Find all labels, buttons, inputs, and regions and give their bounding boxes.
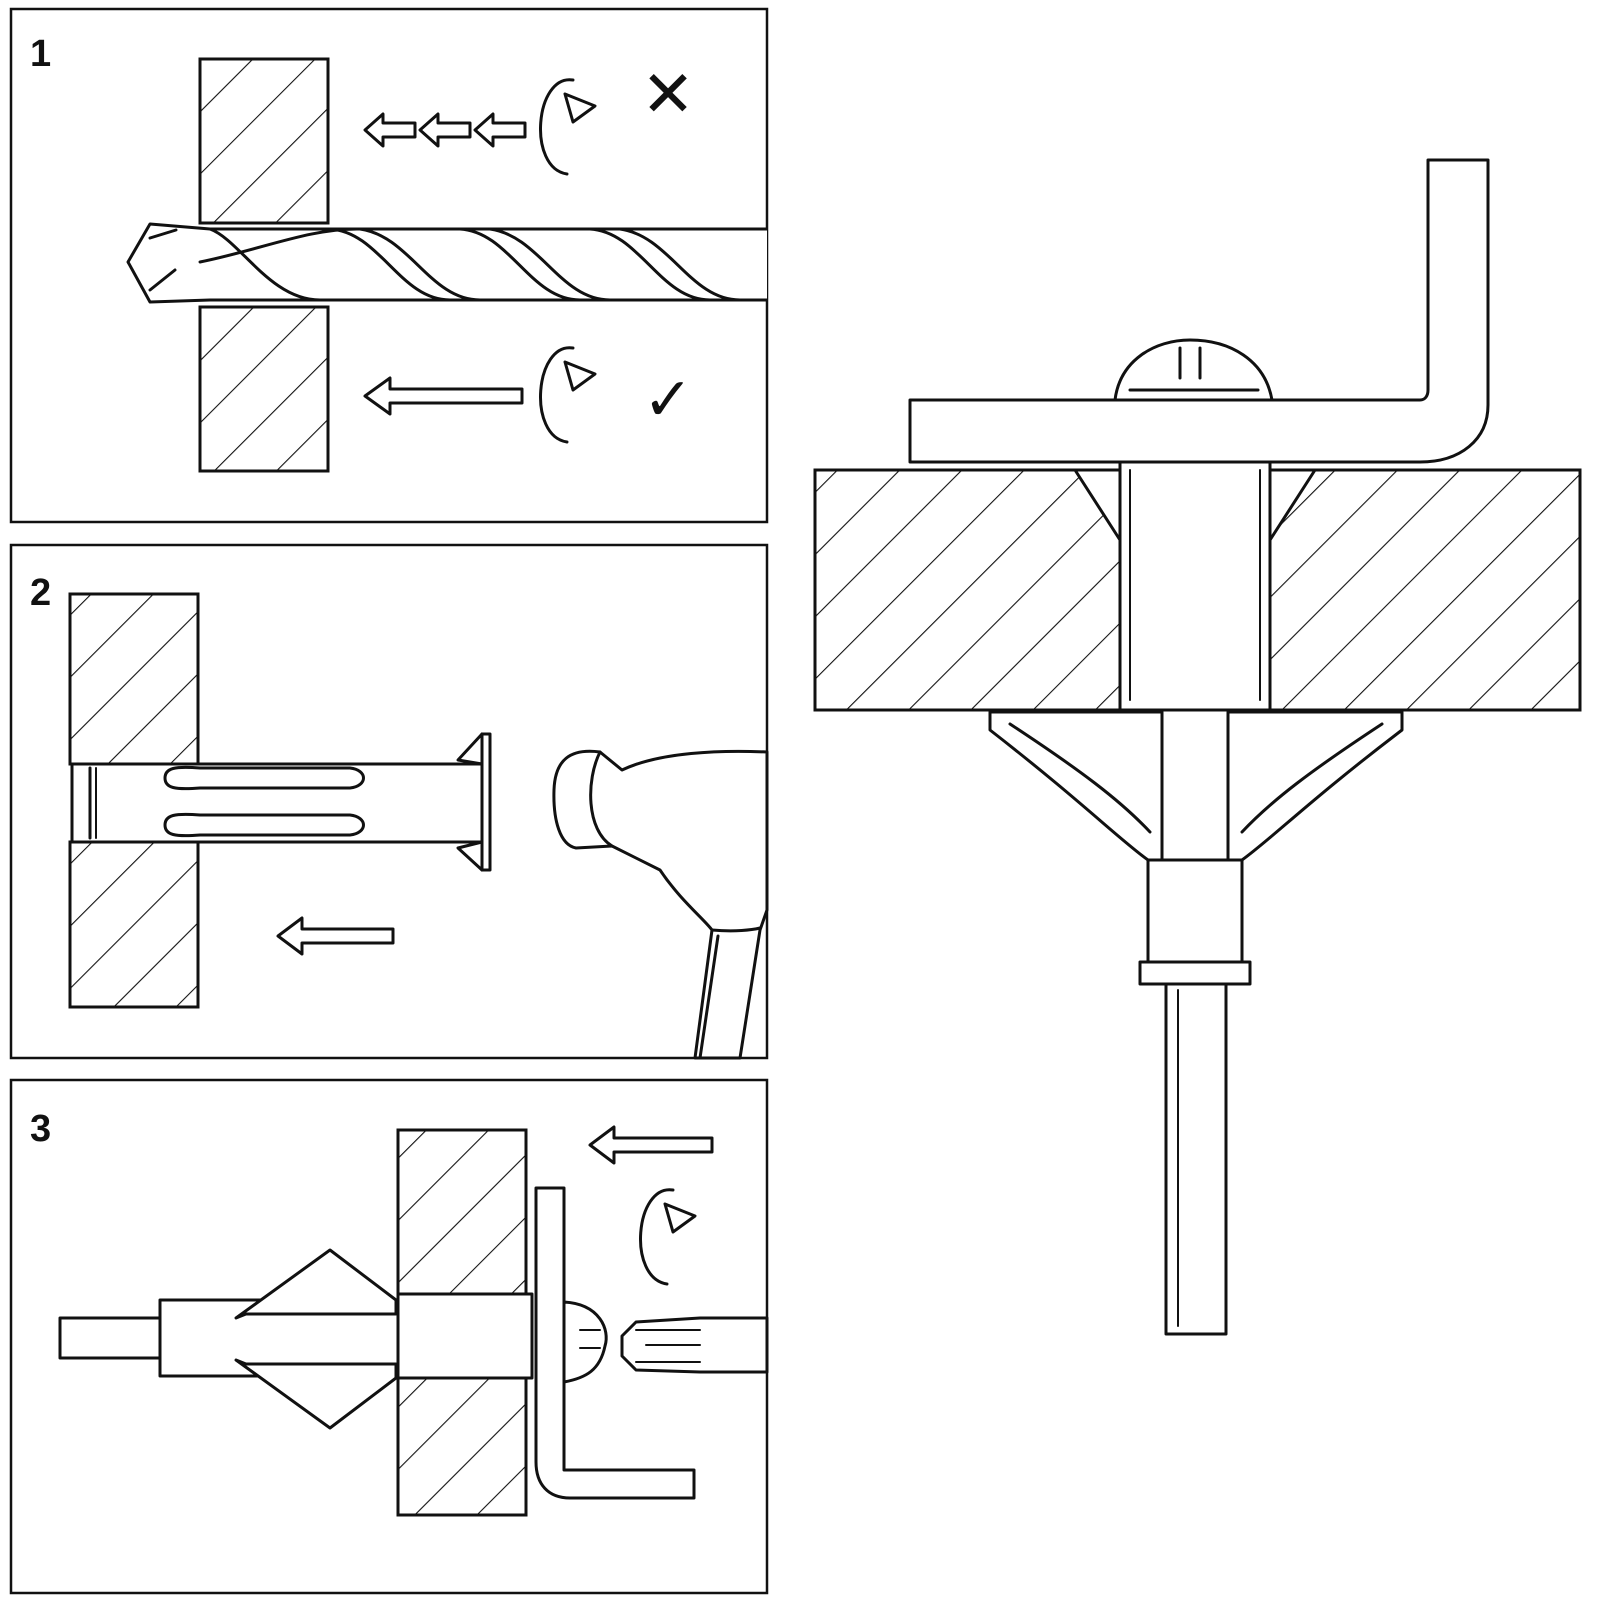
arrow-left-icon (588, 1125, 714, 1165)
hatched-wall-icon (68, 592, 200, 1009)
step-3-number: 3 (30, 1108, 51, 1150)
hollow-wall-anchor-icon (58, 1248, 534, 1430)
rotate-clockwise-icon (539, 78, 597, 176)
hatched-wall-icon (396, 1128, 528, 1517)
screwdriver-icon (620, 1316, 769, 1374)
screw-head-icon (1113, 338, 1274, 402)
detail-cross-section (813, 158, 1582, 1336)
drill-bit-icon (126, 222, 767, 304)
triple-arrow-left-icon (363, 112, 527, 148)
wrong-mark-icon: ✕ (641, 58, 695, 132)
l-bracket-icon (908, 158, 1490, 464)
rotate-clockwise-icon (639, 1188, 697, 1286)
hammer-icon (552, 749, 769, 1060)
step-3-panel: 3 (9, 1078, 769, 1595)
arrow-left-icon (276, 916, 395, 956)
right-mark-icon: ✓ (643, 365, 693, 435)
screw-head-icon (562, 1300, 608, 1384)
hollow-wall-anchor-icon (988, 460, 1404, 1336)
step-1-panel: 1 ✕ ✓ (9, 7, 769, 524)
step-2-number: 2 (30, 572, 51, 614)
arrow-left-icon (363, 376, 524, 416)
step-2-panel: 2 (9, 543, 769, 1060)
hollow-wall-anchor-icon (70, 732, 492, 872)
l-bracket-icon (534, 1186, 696, 1500)
hatched-wall-icon (198, 57, 330, 473)
step-1-number: 1 (30, 33, 51, 75)
rotate-clockwise-icon (539, 346, 597, 444)
hatched-wall-icon (813, 468, 1582, 712)
